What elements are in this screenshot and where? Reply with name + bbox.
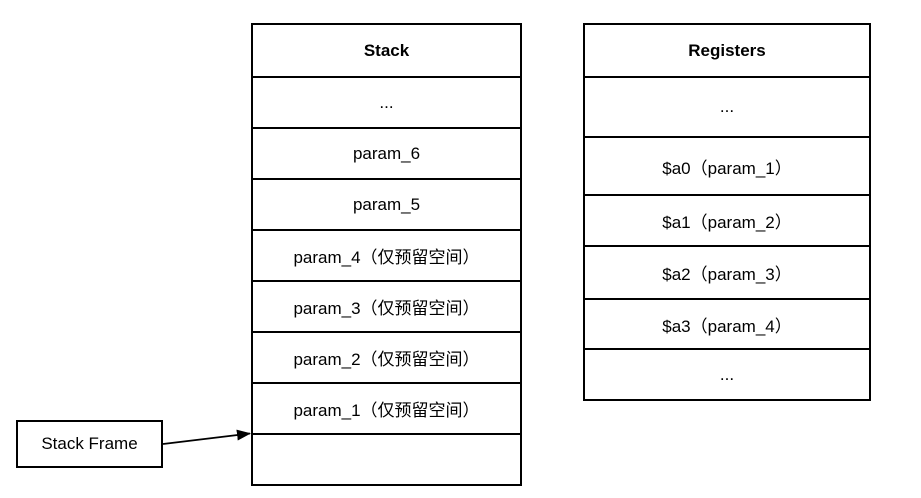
- registers-table-title: Registers: [688, 40, 766, 60]
- register-row-a1: $a1（param_2）: [585, 194, 869, 245]
- stack-row-param5: param_5: [253, 178, 520, 229]
- stack-row-ellipsis: ...: [253, 76, 520, 127]
- stack-table-title: Stack: [363, 40, 410, 60]
- stack-frame-label-text: Stack Frame: [41, 434, 138, 453]
- registers-table: Registers ... $a0（param_1） $a1（param_2） …: [583, 23, 871, 401]
- register-row-a3: $a3（param_4）: [585, 298, 869, 348]
- stack-row-param6: param_6: [253, 127, 520, 178]
- register-row-ellipsis-bottom: ...: [585, 348, 869, 399]
- stack-row-param1: param_1（仅预留空间）: [253, 382, 520, 433]
- register-row-a0: $a0（param_1）: [585, 136, 869, 194]
- stack-row-param2: param_2（仅预留空间）: [253, 331, 520, 382]
- register-row-ellipsis-top: ...: [585, 76, 869, 136]
- stack-table: Stack ... param_6 param_5 param_4（仅预留空间）…: [251, 23, 522, 486]
- register-row-a2: $a2（param_3）: [585, 245, 869, 298]
- stack-frame-label-box: Stack Frame: [16, 420, 163, 468]
- stack-row-empty: [253, 433, 520, 484]
- stack-row-param4: param_4（仅预留空间）: [253, 229, 520, 280]
- stack-row-param3: param_3（仅预留空间）: [253, 280, 520, 331]
